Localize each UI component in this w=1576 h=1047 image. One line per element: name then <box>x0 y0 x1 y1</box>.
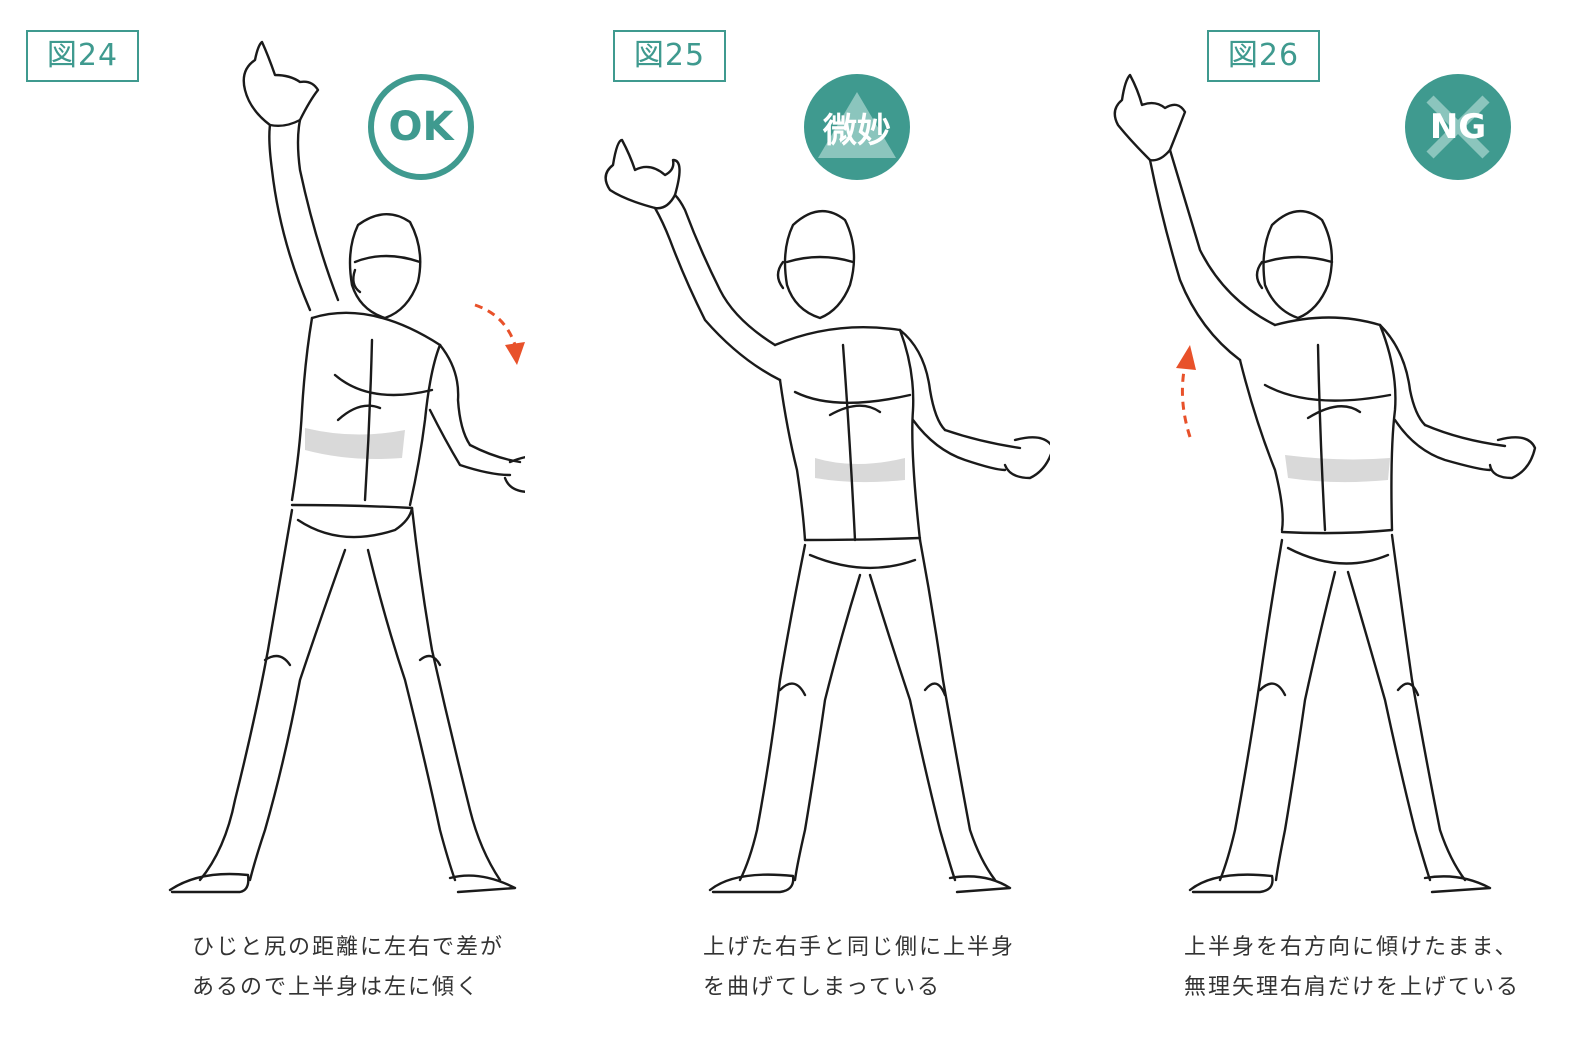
caption-line: 上げた右手と同じ側に上半身 <box>703 935 1016 960</box>
triangle-icon <box>818 92 896 158</box>
caption: 上半身を右方向に傾けたまま、 無理矢理右肩だけを上げている <box>1184 928 1520 1008</box>
ok-badge: OK <box>368 74 474 180</box>
figure-drawing-bent <box>604 138 1050 894</box>
figure-label: 図25 <box>613 30 726 82</box>
caption-line: ひじと尻の距離に左右で差が <box>192 935 505 960</box>
badge-text: 微妙 <box>823 110 891 151</box>
panel-fig26: 図26 NG <box>1050 0 1575 1047</box>
cross-icon <box>1426 95 1490 159</box>
head <box>348 213 422 320</box>
badge-text: NG <box>1429 107 1487 147</box>
caption-line: 上半身を右方向に傾けたまま、 <box>1184 935 1519 960</box>
triangle-badge: 微妙 <box>804 74 910 180</box>
figure-label: 図24 <box>26 30 139 82</box>
badge-text: OK <box>388 104 454 150</box>
panel-fig24: 図24 OK <box>0 0 525 1047</box>
figure-drawing-forced-shoulder <box>1113 73 1537 894</box>
figure-drawing-leaning <box>168 40 525 894</box>
caption-line: 無理矢理右肩だけを上げている <box>1184 975 1521 1000</box>
caption: ひじと尻の距離に左右で差が あるので上半身は左に傾く <box>192 928 504 1008</box>
curved-arrow-down-icon <box>474 303 525 365</box>
curved-arrow-up-icon <box>1176 345 1196 438</box>
caption-line: を曲げてしまっている <box>703 975 942 1000</box>
caption-line: あるので上半身は左に傾く <box>192 975 481 1000</box>
panel-fig25: 図25 微妙 <box>525 0 1050 1047</box>
ng-badge: NG <box>1405 74 1511 180</box>
figure-label: 図26 <box>1207 30 1320 82</box>
caption: 上げた右手と同じ側に上半身 を曲げてしまっている <box>703 928 1015 1008</box>
